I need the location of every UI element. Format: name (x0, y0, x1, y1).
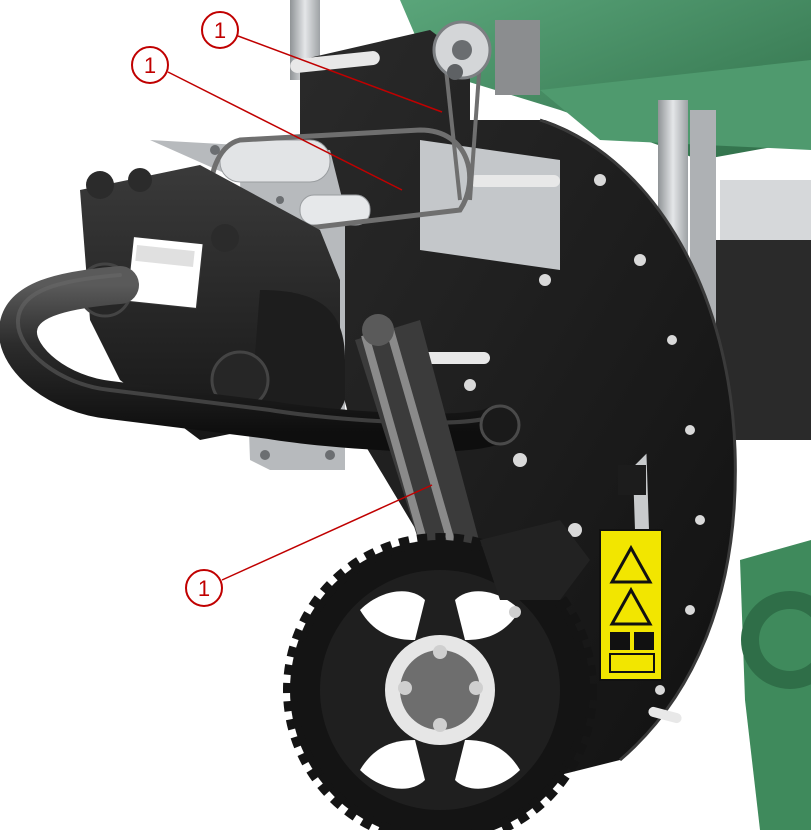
callout-marker (201, 11, 239, 49)
callouts: 1 1 1 (131, 11, 443, 607)
callout-leader-line (221, 484, 433, 581)
warning-decal (599, 529, 663, 681)
callout-leader-line (237, 35, 443, 113)
shafts (219, 51, 560, 364)
top-pulley (432, 20, 540, 95)
callout-number: 1 (198, 576, 210, 601)
callout-number: 1 (214, 18, 226, 43)
sprocket (283, 533, 597, 830)
plate-slot (648, 706, 682, 724)
callout-number: 1 (144, 53, 156, 78)
callout-marker (131, 46, 169, 84)
callout-marker (185, 569, 223, 607)
lower-bracket (480, 453, 652, 627)
callout-leader-line (167, 71, 403, 191)
